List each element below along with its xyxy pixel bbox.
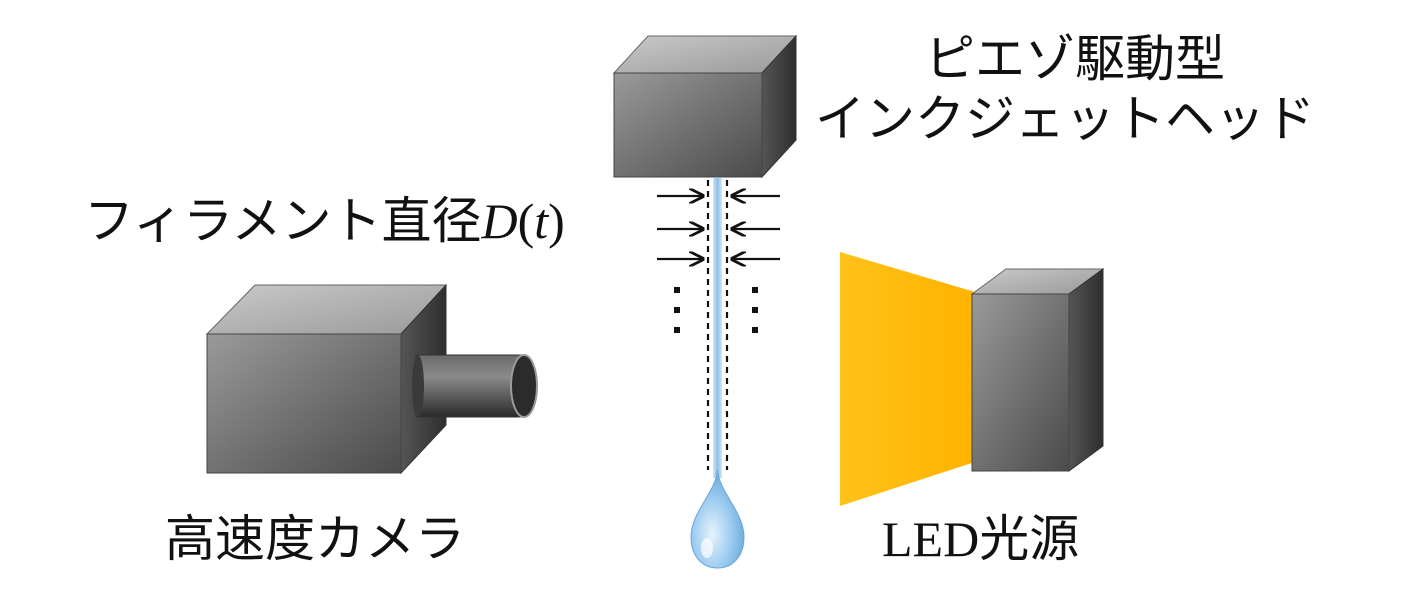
camera-label: 高速度カメラ (165, 510, 465, 568)
dot-left-2 (674, 307, 680, 313)
camera-lens-back (412, 355, 424, 417)
filament-diameter-text: フィラメント直径 (84, 192, 482, 250)
dot-left-3 (674, 327, 680, 333)
led-light-source (840, 252, 1105, 506)
inkjet-head-label-line2: インクジェットヘッド (815, 90, 1315, 148)
inkjet-head-box (612, 34, 798, 179)
droplet-highlight (701, 538, 713, 558)
dot-right-3 (752, 327, 758, 333)
inkjet-head-label-line1: ピエゾ駆動型 (925, 30, 1225, 88)
dot-right-1 (752, 287, 758, 293)
droplet (690, 469, 745, 569)
led-label-suffix: 光源 (979, 510, 1080, 568)
led-label: LED光源 (882, 514, 1079, 564)
filament-diameter-symbol: D (481, 193, 518, 249)
inkjet-head-front (613, 72, 763, 178)
diameter-arrows (657, 196, 780, 259)
filament-paren-open: ( (517, 193, 535, 249)
jet-column (713, 178, 722, 478)
filament-diameter-label: フィラメント直径D(t) (84, 196, 565, 246)
filament-guide-lines (706, 180, 729, 470)
continuation-dots (674, 287, 758, 333)
led-label-prefix: LED (882, 511, 980, 567)
dot-left-1 (674, 287, 680, 293)
dot-right-2 (752, 307, 758, 313)
led-front (971, 293, 1070, 472)
ink-jet-filament (690, 178, 745, 569)
high-speed-camera (205, 283, 538, 475)
filament-paren-close: ) (548, 193, 565, 249)
led-side (1068, 268, 1104, 472)
camera-front (206, 333, 402, 474)
camera-lens-barrel (415, 354, 525, 418)
light-beam (840, 252, 975, 506)
filament-time-variable: t (534, 193, 549, 249)
camera-lens-face (510, 354, 538, 418)
